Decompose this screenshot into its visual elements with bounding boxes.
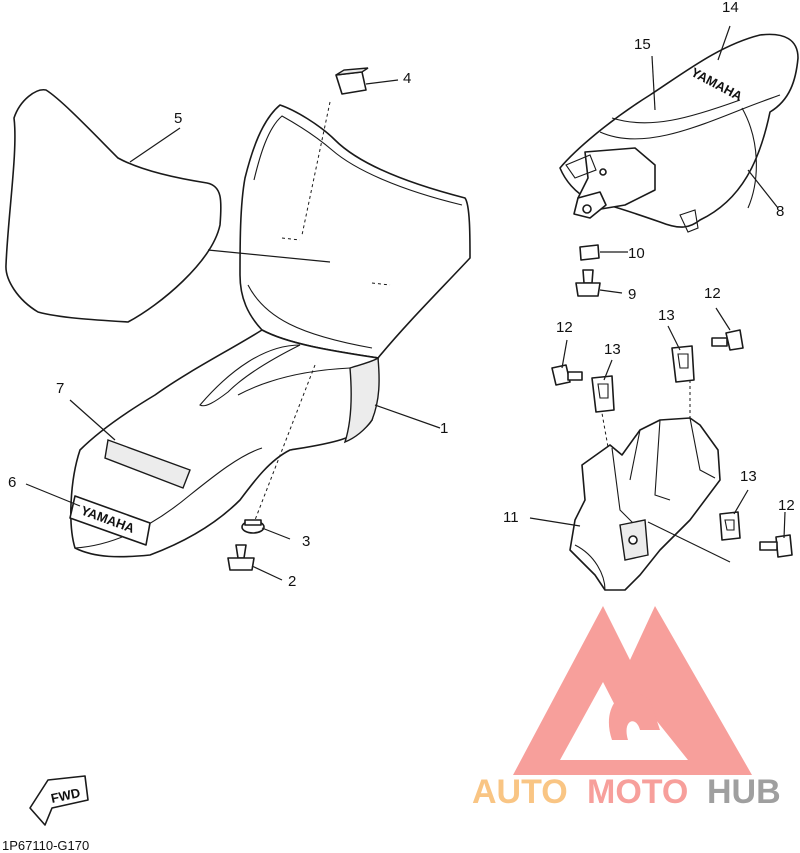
part-12-bolt-upper [711, 329, 744, 351]
callout-2: 2 [288, 573, 296, 590]
callout-9: 9 [628, 286, 636, 303]
part-12-bolt-left [551, 364, 583, 386]
callout-12-left: 12 [556, 319, 573, 336]
watermark-moto: MOTO [587, 773, 688, 811]
fwd-text: FWD [50, 785, 82, 806]
part-10-collar [579, 244, 600, 261]
callout-3: 3 [302, 533, 310, 550]
watermark-hub: HUB [707, 773, 781, 811]
leader-lines [25, 25, 786, 581]
callout-5: 5 [174, 110, 182, 127]
part-13-clip-upper [671, 345, 695, 383]
part-5-side-panel [5, 89, 222, 323]
callout-6: 6 [8, 474, 16, 491]
watermark-logo: AUTO MOTO HUB [472, 606, 781, 811]
callout-15: 15 [634, 36, 651, 53]
callout-13-right: 13 [740, 468, 757, 485]
callout-14: 14 [722, 0, 739, 16]
callout-13-upper: 13 [658, 307, 675, 324]
watermark-triangle-icon [513, 606, 752, 775]
callout-13-left: 13 [604, 341, 621, 358]
callout-1: 1 [440, 420, 448, 437]
callout-8: 8 [776, 203, 784, 220]
callout-12-right: 12 [778, 497, 795, 514]
part-12-bolt-right [759, 534, 793, 558]
callout-11: 11 [503, 509, 519, 526]
callout-10: 10 [628, 245, 645, 262]
part-2-bolt [227, 544, 255, 571]
part-8-seat: YAMAHA [559, 33, 799, 233]
part-13-clip-right [719, 511, 741, 541]
watermark-hook-icon [608, 692, 660, 740]
callout-4: 4 [403, 70, 411, 87]
callout-12-upper: 12 [704, 285, 721, 302]
part-11-bracket [569, 380, 731, 591]
part-4-grommet [335, 67, 369, 95]
diagram-code: 1P67110-G170 [2, 838, 89, 853]
part-3-collar [241, 519, 265, 534]
fwd-direction-marker: FWD [29, 775, 89, 826]
part-1-side-cover: YAMAHA [69, 101, 471, 558]
watermark-auto: AUTO [472, 773, 568, 811]
part-13-clip-left [591, 375, 615, 413]
part-9-bolt [575, 269, 601, 297]
callout-labels: 5 4 1 3 2 7 6 15 14 8 10 9 11 12 12 12 1… [8, 0, 795, 590]
callout-7: 7 [56, 380, 64, 397]
